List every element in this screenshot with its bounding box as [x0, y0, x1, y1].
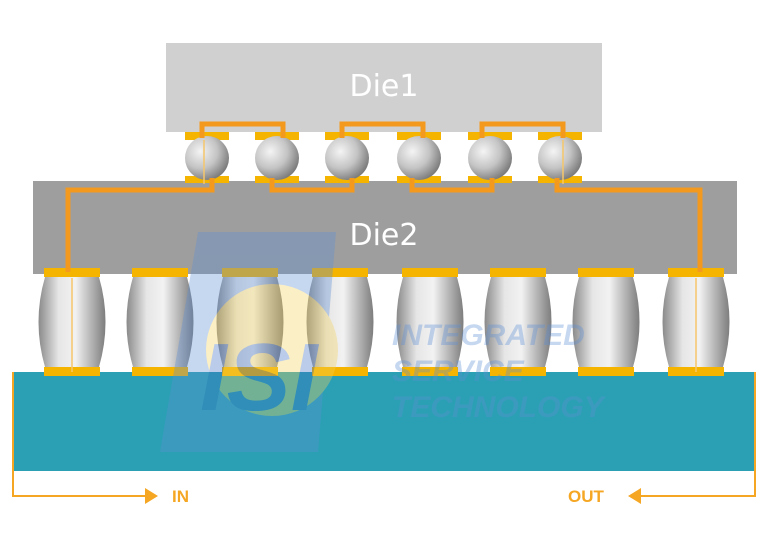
- isi-logo-text: ISI: [200, 324, 320, 431]
- micro-bump: [468, 136, 512, 180]
- large-bump-top-pad: [402, 268, 458, 277]
- in-label: IN: [172, 487, 189, 506]
- die2-redistribution-trace: [409, 178, 495, 193]
- die1-bridge-trace: [479, 121, 566, 138]
- micro-bump: [397, 136, 441, 180]
- large-bump-bottom-pad: [490, 367, 546, 376]
- large-bump-row: [38, 268, 730, 376]
- die1-bridge-trace: [199, 121, 286, 138]
- micro-bump: [255, 136, 299, 180]
- die1: [166, 43, 602, 132]
- large-bump-bottom-pad: [222, 367, 278, 376]
- die1-bridge-trace: [339, 121, 426, 138]
- signal-traces: [65, 121, 703, 272]
- large-bump-bottom-pad: [402, 367, 458, 376]
- large-bump-top-pad: [44, 268, 100, 277]
- out-label: OUT: [568, 487, 605, 506]
- large-bump: [484, 277, 552, 367]
- large-bump-top-pad: [222, 268, 278, 277]
- large-bump-bottom-pad: [312, 367, 368, 376]
- substrate: [13, 372, 755, 471]
- isi-logo-sun: [206, 284, 338, 416]
- die2-redistribution-trace: [554, 178, 703, 272]
- out-arrow-icon: [628, 488, 641, 504]
- in-arrow-icon: [145, 488, 158, 504]
- via-lines: [71, 140, 697, 372]
- large-bump-top-pad: [312, 268, 368, 277]
- large-bump-top-pad: [578, 268, 634, 277]
- large-bump: [572, 277, 640, 367]
- watermark-line-3: TECHNOLOGY: [392, 391, 607, 424]
- die1-label: Die1: [350, 69, 419, 104]
- large-bump-top-pad: [668, 268, 724, 277]
- die2-redistribution-trace: [269, 178, 355, 193]
- large-bump: [396, 277, 464, 367]
- io-routing: [12, 372, 756, 497]
- out-path: [638, 372, 756, 497]
- large-bump-bottom-pad: [578, 367, 634, 376]
- in-path: [12, 372, 148, 497]
- die2-label: Die2: [350, 218, 419, 253]
- large-bump-top-pad: [490, 268, 546, 277]
- large-bump: [126, 277, 194, 367]
- isi-watermark: ISI INTEGRATED SERVICE TECHNOLOGY: [160, 232, 607, 452]
- micro-bump: [538, 136, 582, 180]
- large-bump-top-pad: [132, 268, 188, 277]
- large-bump-bottom-pad: [132, 367, 188, 376]
- large-bump: [306, 277, 374, 367]
- die2-redistribution-trace: [65, 178, 215, 272]
- isi-logo-shape: [160, 232, 336, 452]
- watermark-line-2: SERVICE: [392, 355, 525, 388]
- die2: [33, 181, 737, 274]
- watermark-line-1: INTEGRATED: [392, 319, 585, 352]
- micro-bump-row: [185, 132, 582, 183]
- large-bump: [216, 277, 284, 367]
- micro-bump: [185, 136, 229, 180]
- micro-bump: [325, 136, 369, 180]
